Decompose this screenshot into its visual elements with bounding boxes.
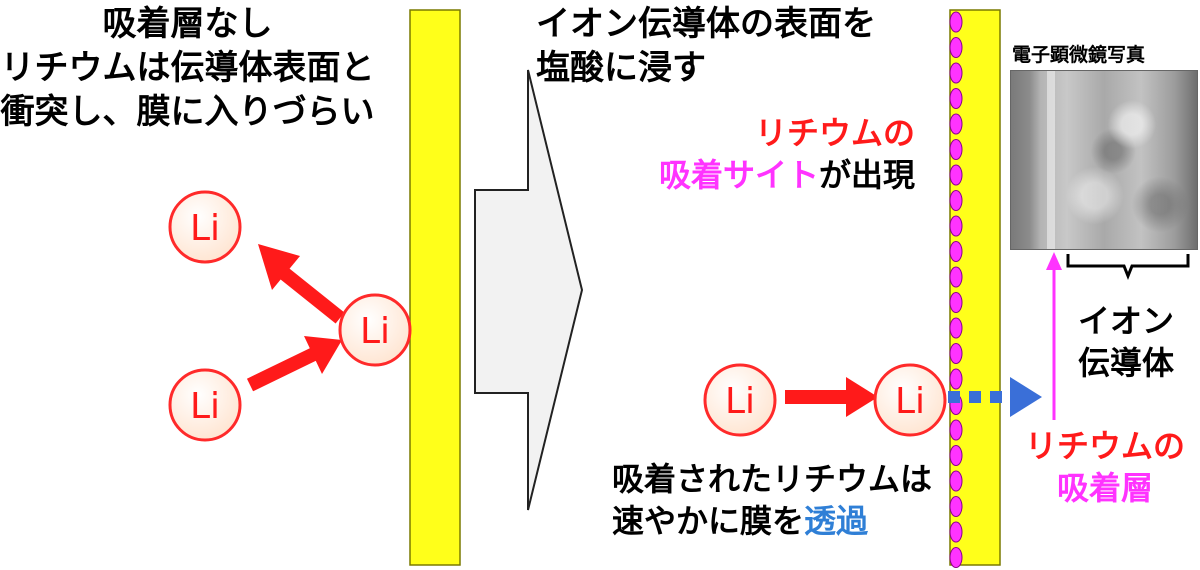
adsorption-site: [949, 266, 963, 288]
adsorption-site-highlight: 吸着サイト: [658, 156, 819, 194]
adsorption-site-layer: [949, 11, 963, 568]
bottom-caption-line-1: 吸着されたリチウムは: [612, 460, 933, 498]
approach-arrow: [785, 377, 878, 417]
conductor-label-line-2: 伝導体: [1077, 344, 1174, 382]
adsorption-layer-label: リチウムの 吸着層: [1015, 425, 1195, 509]
adsorption-site: [949, 139, 963, 160]
arrow-caption: イオン伝導体の表面を 塩酸に浸す: [536, 2, 876, 90]
site-caption: リチウムの 吸着サイトが出現: [640, 112, 915, 196]
adsorption-site: [949, 343, 963, 364]
adsorption-site: [949, 113, 963, 135]
adsorption-site: [949, 496, 963, 517]
left-caption-line-1: 吸着層なし: [102, 4, 273, 44]
bottom-caption-line-2: 速やかに膜を透過: [612, 500, 932, 542]
adsorption-site: [949, 470, 963, 492]
adsorption-site: [949, 521, 963, 543]
li-particle: Li: [703, 363, 777, 437]
conductor-bracket: [1066, 254, 1190, 281]
left-caption-line-2: リチウムは伝導体表面と: [0, 48, 375, 88]
adsorption-site: [949, 241, 963, 262]
process-arrow: [474, 69, 584, 511]
li-particle-adsorbed: Li: [873, 363, 947, 437]
adsorption-site: [949, 317, 963, 339]
bottom-caption-plain: 速やかに膜を: [612, 502, 805, 540]
permeation-highlight: 透過: [804, 502, 869, 540]
adsorption-site: [949, 164, 963, 186]
membrane-left: [409, 9, 461, 566]
site-caption-rest: が出現: [818, 156, 915, 194]
site-caption-line-1: リチウムの: [754, 114, 915, 152]
adsorption-site: [949, 292, 963, 313]
adsorption-site: [949, 368, 963, 390]
adsorption-site: [949, 62, 963, 84]
left-caption-line-3: 衝突し、膜に入りづらい: [0, 92, 375, 132]
svg-text:Li: Li: [725, 381, 755, 422]
bottom-caption: 吸着されたリチウムは 速やかに膜を透過: [612, 458, 932, 542]
adsorption-site: [949, 547, 963, 568]
li-particle: Li: [338, 293, 412, 367]
site-caption-line-2: 吸着サイトが出現: [640, 154, 915, 196]
arrow-caption-line-2: 塩酸に浸す: [536, 48, 706, 88]
li-particle: Li: [168, 190, 242, 264]
svg-text:Li: Li: [190, 208, 220, 249]
svg-text:Li: Li: [360, 311, 390, 352]
incoming-arrow: [246, 336, 342, 392]
arrow-caption-line-1: イオン伝導体の表面を: [536, 4, 876, 44]
left-caption: 吸着層なし リチウムは伝導体表面と 衝突し、膜に入りづらい: [0, 2, 375, 134]
electron-micrograph: [1010, 70, 1198, 250]
adsorption-site: [949, 37, 963, 58]
layer-pointer: [1046, 252, 1062, 420]
layer-label-line-2: 吸着層: [1056, 469, 1153, 507]
svg-text:Li: Li: [895, 381, 925, 422]
conductor-label-line-1: イオン: [1077, 302, 1174, 340]
adsorption-site: [949, 445, 963, 466]
adsorption-site: [949, 419, 963, 441]
conductor-label: イオン 伝導体: [1056, 300, 1196, 384]
adsorption-site: [949, 88, 963, 109]
adsorption-site: [949, 11, 963, 33]
svg-text:Li: Li: [190, 386, 220, 427]
adsorption-site: [949, 215, 963, 237]
layer-label-line-1: リチウムの: [1024, 427, 1185, 465]
reflect-arrow: [258, 244, 345, 324]
micrograph-title: 電子顕微鏡写真: [1012, 44, 1146, 66]
adsorption-site: [949, 190, 963, 211]
permeation-arrow: [948, 377, 1042, 417]
li-particle: Li: [168, 368, 242, 442]
